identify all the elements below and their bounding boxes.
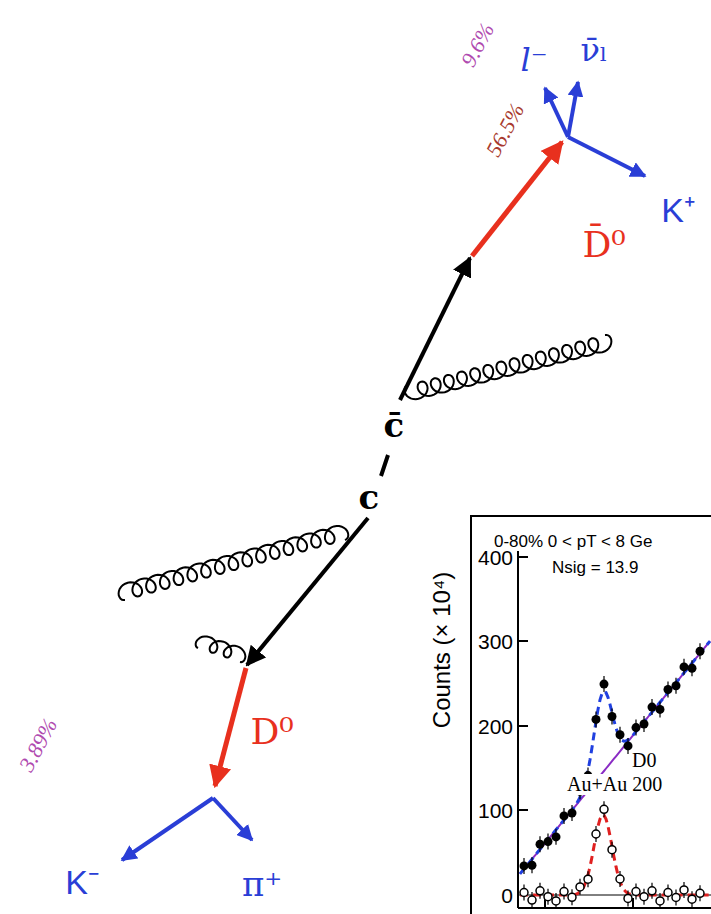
mass-plot <box>470 515 711 914</box>
branching-ratio: 9.6% <box>458 20 499 71</box>
subtracted-point <box>664 889 672 897</box>
particle-label: D⁰ <box>250 714 293 750</box>
subtracted-point <box>696 889 704 897</box>
subtracted-point <box>624 894 632 902</box>
subtracted-point <box>560 888 568 896</box>
tick-label: 400 <box>478 547 513 568</box>
subtracted-point <box>600 805 608 813</box>
data-point <box>656 705 665 714</box>
data-point <box>680 662 689 671</box>
data-point <box>520 861 529 870</box>
data-point <box>696 647 705 656</box>
data-point <box>640 720 649 729</box>
subtracted-point <box>632 888 640 896</box>
plot-annotation: Nsig = 13.9 <box>550 559 640 577</box>
particle-label: D̄⁰ <box>582 227 625 263</box>
subtracted-point <box>544 893 552 901</box>
quark-label: c̄ <box>384 408 405 442</box>
data-point <box>552 832 561 841</box>
subtracted-point <box>608 846 616 854</box>
quark-label: c <box>359 480 380 514</box>
data-point <box>664 685 673 694</box>
data-point <box>608 712 617 721</box>
subtracted-point <box>688 895 696 903</box>
signal-fit <box>520 815 710 895</box>
subtracted-point <box>680 886 688 894</box>
charm-line <box>247 518 368 665</box>
plot-annotation: Au+Au 200 <box>565 774 664 795</box>
subtracted-point <box>656 897 664 905</box>
gluon-coil <box>119 526 349 600</box>
tick-label: 0 <box>501 885 513 906</box>
tick-label: 100 <box>478 800 513 821</box>
dbar-meson-line <box>472 142 562 256</box>
tick-label: 200 <box>478 716 513 737</box>
particle-label: π⁺ <box>242 867 282 901</box>
particle-label: ν̄ₗ <box>580 34 607 66</box>
branching-ratio: 56.5% <box>482 100 528 161</box>
subtracted-point <box>640 893 648 901</box>
subtracted-point <box>648 887 656 895</box>
subtracted-point <box>536 887 544 895</box>
data-point <box>592 715 601 724</box>
data-point <box>544 837 553 846</box>
data-point <box>616 730 625 739</box>
data-point <box>528 861 537 870</box>
branching-ratio: 3.89% <box>15 715 61 776</box>
particle-label: K⁻ <box>65 865 99 899</box>
subtracted-point <box>576 883 584 891</box>
background-fit <box>520 641 710 874</box>
data-point <box>560 811 569 820</box>
gluon-coil <box>405 335 612 399</box>
particle-label: K⁺ <box>661 193 695 227</box>
quark-link <box>381 455 388 476</box>
data-point <box>536 840 545 849</box>
subtracted-point <box>528 896 536 904</box>
axis-title: Counts (× 10⁴) <box>430 572 454 728</box>
subtracted-point <box>616 875 624 883</box>
subtracted-point <box>520 889 528 897</box>
data-point <box>600 680 609 689</box>
plot-annotation: D0 <box>630 750 658 771</box>
subtracted-point <box>568 893 576 901</box>
data-point <box>568 809 577 818</box>
tick-label: 300 <box>478 631 513 652</box>
plot-annotation: 0-80% 0 < pT < 8 Ge <box>492 533 654 551</box>
total-fit <box>520 641 710 874</box>
subtracted-point <box>552 897 560 905</box>
gluon-coil <box>196 636 246 662</box>
subtracted-point <box>584 875 592 883</box>
data-point <box>688 664 697 673</box>
d-meson-line <box>215 668 246 786</box>
subtracted-point <box>672 894 680 902</box>
particle-label: l⁻ <box>520 44 547 76</box>
plot-panel: 0-80% 0 < pT < 8 Ge Nsig = 13.9D0Au+Au 20… <box>470 515 711 914</box>
data-point <box>672 681 681 690</box>
subtracted-point <box>592 830 600 838</box>
anticharm-line <box>400 258 470 400</box>
data-point <box>632 723 641 732</box>
data-point <box>648 703 657 712</box>
